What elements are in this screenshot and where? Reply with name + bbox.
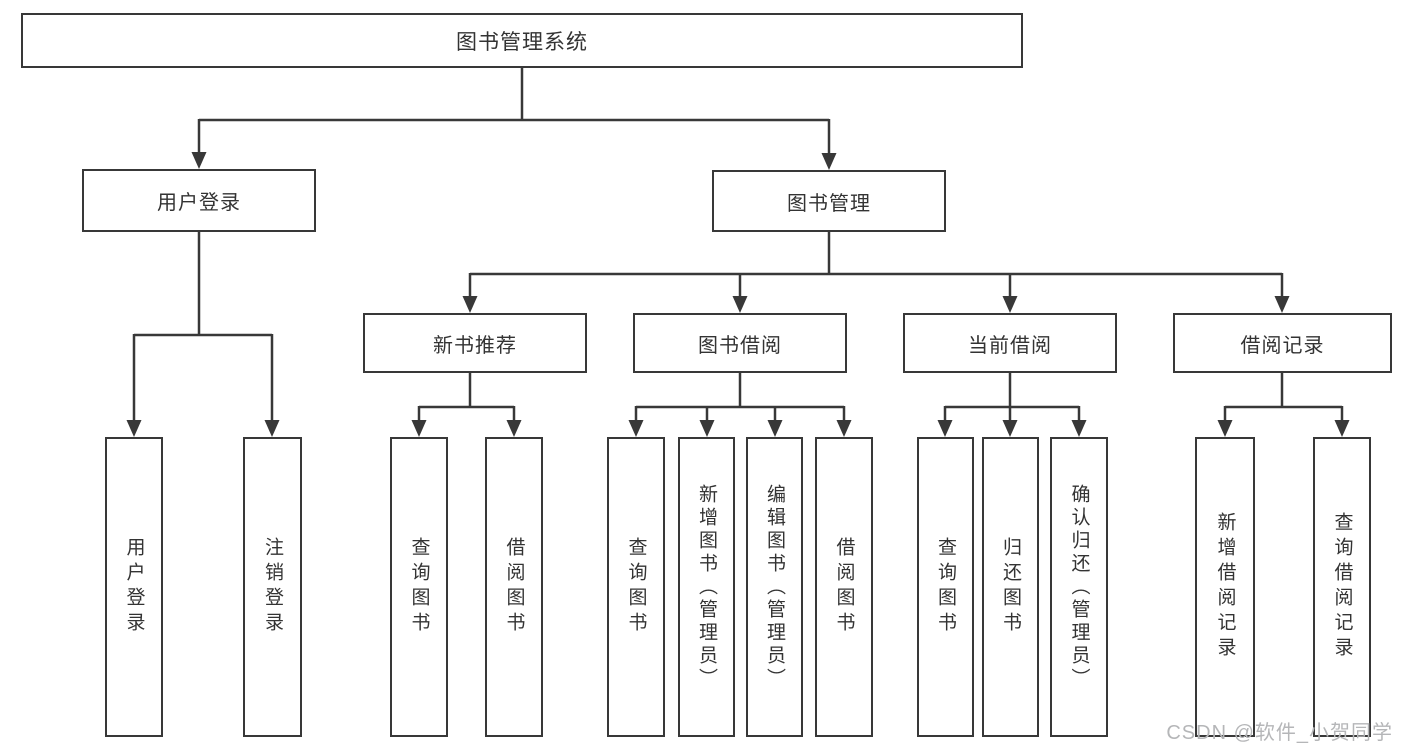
node-label: 借阅记录 bbox=[1240, 334, 1325, 357]
leaf-borrow-edit-books-admin: 编辑图书（管理员） bbox=[746, 437, 803, 737]
node-label: 借阅图书 bbox=[833, 537, 855, 637]
leaf-current-return-books: 归还图书 bbox=[982, 437, 1039, 737]
leaf-records-add: 新增借阅记录 bbox=[1195, 437, 1255, 737]
node-label: 当前借阅 bbox=[968, 334, 1052, 357]
node-label: 用户登录 bbox=[123, 537, 145, 637]
node-label: 图书借阅 bbox=[698, 334, 782, 357]
leaf-current-query-books: 查询图书 bbox=[917, 437, 974, 737]
node-current-borrow: 当前借阅 bbox=[903, 313, 1117, 373]
node-label: 查询图书 bbox=[408, 537, 430, 637]
leaf-logout: 注销登录 bbox=[243, 437, 302, 737]
node-book-borrow: 图书借阅 bbox=[633, 313, 847, 373]
node-book-management: 图书管理 bbox=[712, 170, 946, 232]
node-label: 图书管理系统 bbox=[456, 30, 588, 54]
node-label: 查询图书 bbox=[625, 537, 647, 637]
node-label: 图书管理 bbox=[787, 192, 871, 215]
node-label: 用户登录 bbox=[157, 192, 241, 214]
node-borrow-records: 借阅记录 bbox=[1173, 313, 1392, 373]
node-new-book-recommend: 新书推荐 bbox=[363, 313, 587, 373]
leaf-records-query: 查询借阅记录 bbox=[1313, 437, 1371, 737]
node-label: 新增图书（管理员） bbox=[696, 483, 717, 691]
node-label: 确认归还（管理员） bbox=[1068, 483, 1090, 691]
node-label: 查询借阅记录 bbox=[1331, 512, 1353, 662]
leaf-recommend-borrow-books: 借阅图书 bbox=[485, 437, 543, 737]
node-user-login: 用户登录 bbox=[82, 169, 316, 232]
leaf-current-confirm-return-admin: 确认归还（管理员） bbox=[1050, 437, 1108, 737]
leaf-user-login: 用户登录 bbox=[105, 437, 163, 737]
node-label: 新增借阅记录 bbox=[1214, 512, 1236, 662]
node-label: 借阅图书 bbox=[503, 537, 525, 637]
leaf-borrow-query-books: 查询图书 bbox=[607, 437, 665, 737]
csdn-watermark: CSDN @软件_小贺同学 bbox=[1166, 722, 1393, 744]
node-label: 新书推荐 bbox=[433, 334, 517, 357]
node-label: 归还图书 bbox=[1000, 537, 1021, 637]
leaf-borrow-borrow-books: 借阅图书 bbox=[815, 437, 873, 737]
arrowheads bbox=[126, 152, 1350, 437]
node-root-library-system: 图书管理系统 bbox=[21, 13, 1023, 68]
leaf-recommend-query-books: 查询图书 bbox=[390, 437, 448, 737]
node-label: 注销登录 bbox=[262, 537, 283, 637]
leaf-borrow-add-books-admin: 新增图书（管理员） bbox=[678, 437, 735, 737]
node-label: 编辑图书（管理员） bbox=[764, 483, 785, 691]
node-label: 查询图书 bbox=[935, 537, 956, 637]
